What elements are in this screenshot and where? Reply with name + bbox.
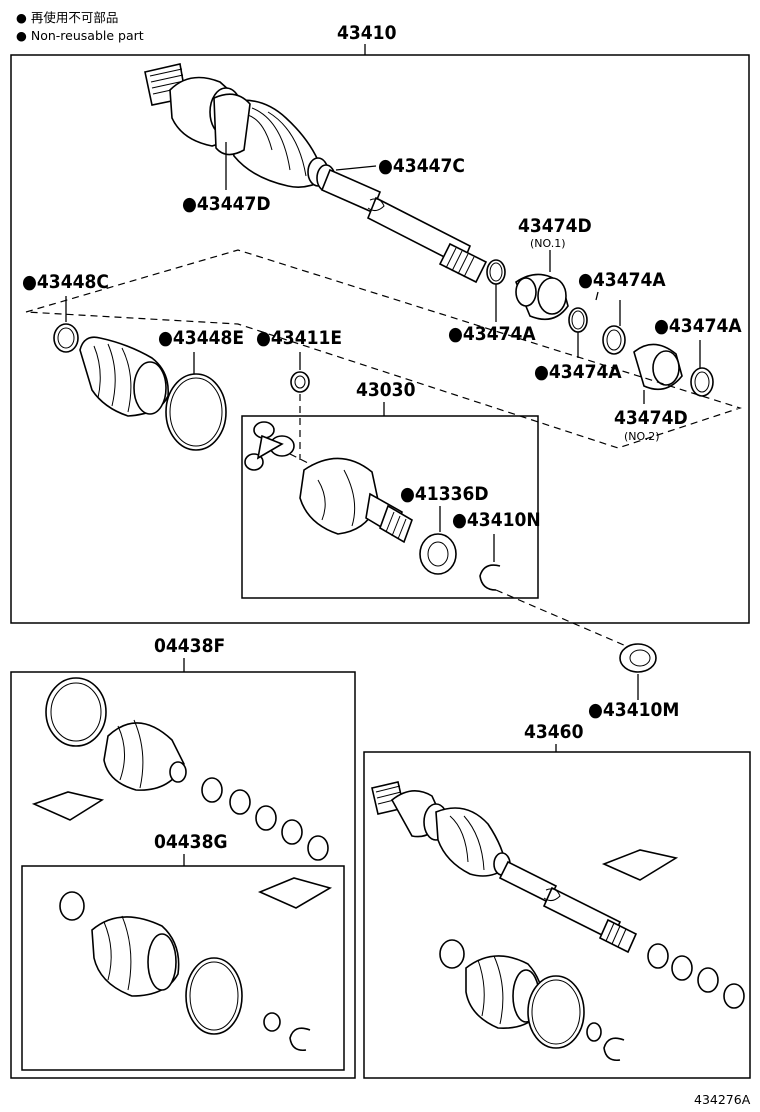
label-04438G: 04438G [154, 831, 228, 853]
snap-ring-43411E [290, 371, 310, 393]
kit-04438G-contents [59, 877, 333, 1052]
kit-04438F-contents [31, 677, 329, 861]
label-43474A-2: ●43474A [448, 323, 536, 345]
label-43474A-1: ●43474A [578, 269, 666, 291]
legend-japanese: ● 再使用不可部品 [16, 10, 118, 25]
label-43474D-no2: 43474D [614, 407, 688, 429]
label-43474D-no2-sub: (NO.2) [624, 430, 660, 443]
leader-43447C [335, 165, 377, 171]
label-04438F: 04438F [154, 635, 225, 657]
figure-id: 434276A [694, 1092, 751, 1107]
box-04438F [10, 671, 356, 1079]
label-43474A-3: ●43474A [534, 361, 622, 383]
label-43410N: ●43410N [452, 509, 541, 531]
inner-joint-housing [299, 457, 413, 544]
seal-41336D [419, 533, 457, 575]
damper-no1 [515, 273, 569, 321]
clamp-43448E [165, 373, 227, 451]
kit-43460-contents [439, 849, 745, 1062]
snap-ring-43410N [479, 564, 501, 591]
label-43030: 43030 [356, 379, 416, 401]
box-43030 [241, 415, 539, 599]
leader-43474A-1 [595, 291, 599, 301]
label-43460: 43460 [524, 721, 584, 743]
label-43410M: ●43410M [588, 699, 679, 721]
tripod-joint [244, 421, 295, 471]
kit-outline-dashed [25, 249, 742, 449]
shaft-assembly-43460 [371, 781, 638, 954]
label-43447D: ●43447D [182, 193, 271, 215]
label-43448E: ●43448E [158, 327, 244, 349]
label-43474A-4: ●43474A [654, 315, 742, 337]
label-43411E: ●43411E [256, 327, 342, 349]
label-43447C: ●43447C [378, 155, 465, 177]
box-43410 [10, 54, 750, 624]
outer-joint-assembly [144, 63, 336, 192]
inner-boot [79, 336, 169, 417]
box-43460 [363, 751, 751, 1079]
drive-shaft [320, 168, 488, 284]
label-43474D-no1-sub: (NO.1) [530, 237, 566, 250]
label-41336D: ●41336D [400, 483, 489, 505]
label-43474D-no1: 43474D [518, 215, 592, 237]
bearing-43410M [619, 643, 657, 673]
legend-non-reusable: ● Non-reusable part [16, 28, 144, 43]
label-43448C: ●43448C [22, 271, 109, 293]
label-43410: 43410 [337, 22, 397, 44]
box-04438G [21, 865, 345, 1071]
